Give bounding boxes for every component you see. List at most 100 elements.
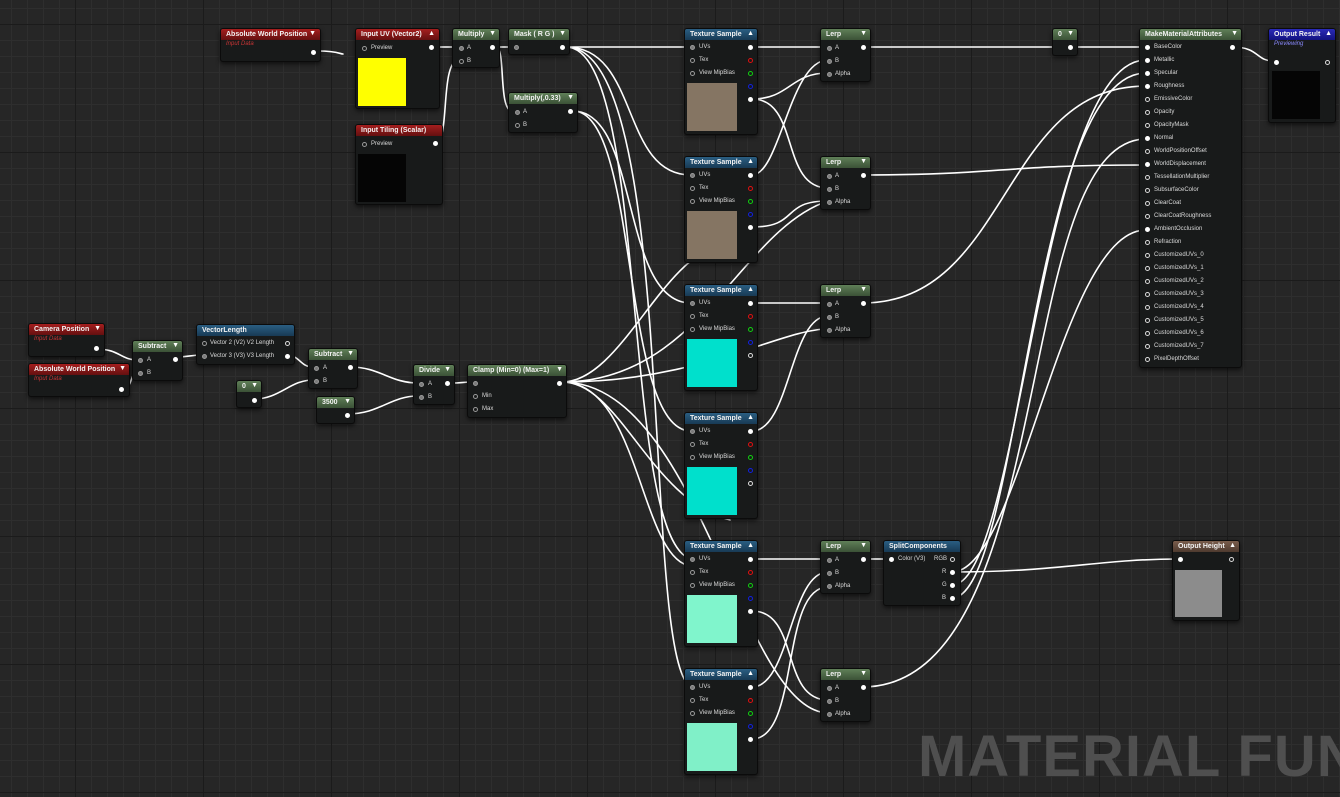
b-output-pin[interactable] [748, 724, 753, 729]
material-attribute-input-pin[interactable] [1145, 344, 1150, 349]
tex-input-pin[interactable] [690, 314, 695, 319]
r-output-pin[interactable] [748, 442, 753, 447]
output-pin[interactable] [252, 398, 257, 403]
collapse-arrow-icon[interactable]: ▼ [347, 350, 354, 357]
output-pin[interactable] [311, 50, 316, 55]
output-pin-v2-length[interactable] [285, 341, 290, 346]
texture-sample-node[interactable]: Texture Sample ▲ UVs Tex View MipBias [684, 668, 758, 775]
material-attribute-input-pin[interactable] [1145, 201, 1150, 206]
b-output-pin[interactable] [748, 468, 753, 473]
output-pin[interactable] [568, 109, 573, 114]
a-output-pin[interactable] [748, 737, 753, 742]
rgb-output-pin[interactable] [748, 685, 753, 690]
mipbias-input-pin[interactable] [690, 455, 695, 460]
collapse-arrow-icon[interactable]: ▲ [747, 158, 754, 165]
r-output-pin[interactable] [950, 570, 955, 575]
input-pin-a[interactable] [827, 302, 832, 307]
tex-input-pin[interactable] [690, 442, 695, 447]
lerp-node[interactable]: Lerp ▼ A B Alpha [820, 28, 871, 82]
output-pin[interactable] [861, 45, 866, 50]
g-output-pin[interactable] [748, 199, 753, 204]
collapse-arrow-icon[interactable]: ▼ [860, 286, 867, 293]
output-pin[interactable] [348, 365, 353, 370]
output-pin[interactable] [345, 413, 350, 418]
output-pin[interactable] [429, 45, 434, 50]
g-output-pin[interactable] [748, 583, 753, 588]
output-pin[interactable] [861, 685, 866, 690]
input-pin-b[interactable] [827, 571, 832, 576]
input-pin-a[interactable] [827, 46, 832, 51]
a-output-pin[interactable] [748, 353, 753, 358]
input-pin-b[interactable] [459, 59, 464, 64]
material-attribute-input-pin[interactable] [1145, 84, 1150, 89]
output-height-node[interactable]: Output Height ▲ [1172, 540, 1240, 621]
material-attribute-input-pin[interactable] [1145, 357, 1150, 362]
input-pin-a[interactable] [827, 686, 832, 691]
material-attribute-input-pin[interactable] [1145, 279, 1150, 284]
b-output-pin[interactable] [950, 596, 955, 601]
tex-input-pin[interactable] [690, 570, 695, 575]
material-attribute-input-pin[interactable] [1145, 149, 1150, 154]
input-pin[interactable] [1178, 557, 1183, 562]
g-output-pin[interactable] [748, 71, 753, 76]
subtract-node[interactable]: Subtract ▼ A B [308, 348, 358, 389]
max-input-pin[interactable] [473, 407, 478, 412]
output-pin[interactable] [560, 45, 565, 50]
material-attribute-input-pin[interactable] [1145, 97, 1150, 102]
uvs-input-pin[interactable] [690, 45, 695, 50]
r-output-pin[interactable] [748, 186, 753, 191]
collapse-arrow-icon[interactable]: ▲ [747, 286, 754, 293]
a-output-pin[interactable] [748, 481, 753, 486]
tex-input-pin[interactable] [690, 698, 695, 703]
input-pin-a[interactable] [827, 558, 832, 563]
input-pin-a[interactable] [419, 382, 424, 387]
collapse-arrow-icon[interactable]: ▼ [444, 366, 451, 373]
alpha-input-pin[interactable] [827, 200, 832, 205]
mipbias-input-pin[interactable] [690, 71, 695, 76]
material-attribute-input-pin[interactable] [1145, 214, 1150, 219]
a-output-pin[interactable] [748, 97, 753, 102]
input-pin-b[interactable] [827, 59, 832, 64]
lerp-node[interactable]: Lerp ▼ A B Alpha [820, 284, 871, 338]
split-components-node[interactable]: SplitComponents Color (V3) RGB R G B [883, 540, 961, 606]
constant-3500-node[interactable]: 3500 ▼ [316, 396, 355, 424]
input-pin-b[interactable] [314, 379, 319, 384]
collapse-arrow-icon[interactable]: ▼ [251, 382, 258, 389]
input-pin-a[interactable] [138, 358, 143, 363]
input-pin-b[interactable] [515, 123, 520, 128]
collapse-arrow-icon[interactable]: ▼ [344, 398, 351, 405]
input-pin-b[interactable] [827, 699, 832, 704]
output-pin[interactable] [433, 141, 438, 146]
rgb-output-pin[interactable] [950, 557, 955, 562]
output-pin-v3-length[interactable] [285, 354, 290, 359]
output-pin[interactable] [861, 301, 866, 306]
input-pin-a[interactable] [827, 174, 832, 179]
collapse-arrow-icon[interactable]: ▼ [567, 94, 574, 101]
collapse-arrow-icon[interactable]: ▼ [489, 30, 496, 37]
alpha-input-pin[interactable] [827, 584, 832, 589]
material-attribute-input-pin[interactable] [1145, 45, 1150, 50]
texture-sample-node[interactable]: Texture Sample ▲ UVs Tex View MipBias [684, 540, 758, 647]
collapse-arrow-icon[interactable]: ▼ [119, 365, 126, 372]
g-output-pin[interactable] [950, 583, 955, 588]
uvs-input-pin[interactable] [690, 557, 695, 562]
collapse-arrow-icon[interactable]: ▼ [860, 670, 867, 677]
material-attribute-input-pin[interactable] [1145, 58, 1150, 63]
tex-input-pin[interactable] [690, 186, 695, 191]
rgb-output-pin[interactable] [748, 557, 753, 562]
collapse-arrow-icon[interactable]: ▲ [1229, 542, 1236, 549]
preview-input-pin[interactable] [362, 46, 367, 51]
mipbias-input-pin[interactable] [690, 327, 695, 332]
material-attribute-input-pin[interactable] [1145, 136, 1150, 141]
g-output-pin[interactable] [748, 327, 753, 332]
collapse-arrow-icon[interactable]: ▼ [1067, 30, 1074, 37]
output-pin[interactable] [119, 387, 124, 392]
preview-input-pin[interactable] [362, 142, 367, 147]
output-pin[interactable] [445, 381, 450, 386]
subtract-node[interactable]: Subtract ▼ A B [132, 340, 183, 381]
rgb-output-pin[interactable] [748, 173, 753, 178]
collapse-arrow-icon[interactable]: ▲ [747, 542, 754, 549]
lerp-node[interactable]: Lerp ▼ A B Alpha [820, 668, 871, 722]
